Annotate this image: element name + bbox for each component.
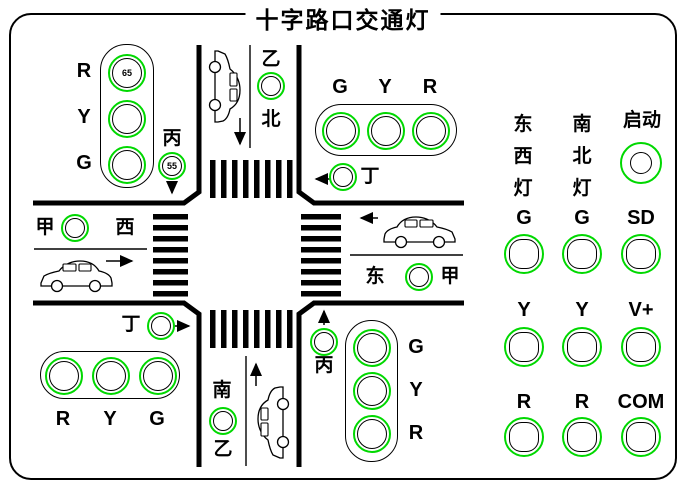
label-xi-west: 西 <box>115 217 135 238</box>
label-bei-north: 北 <box>261 109 281 130</box>
tl-yellow-lamp <box>108 100 146 138</box>
bl-red-lamp <box>45 357 83 395</box>
tr-label-g: G <box>332 76 348 98</box>
traffic-light-bottom-right <box>345 320 398 462</box>
bl-label-y: Y <box>103 408 117 430</box>
terminal-ew-green[interactable] <box>504 234 544 274</box>
label-yi-south: 乙 <box>213 439 233 460</box>
btn-label-sn-g: G <box>574 207 590 229</box>
bl-label-g: G <box>149 408 165 430</box>
road-edges <box>33 45 464 467</box>
tl-green-lamp <box>108 146 146 184</box>
car-west <box>40 260 113 293</box>
tr-green-lamp <box>322 112 360 150</box>
br-label-g: G <box>408 336 424 358</box>
br-label-r: R <box>408 422 424 444</box>
btn-label-vplus: V+ <box>628 299 654 321</box>
label-ding-top-right: 丁 <box>360 166 380 187</box>
label-dong-east: 东 <box>365 266 385 287</box>
btn-label-ew-r: R <box>516 391 532 413</box>
countdown-display-west: 65 <box>121 68 132 78</box>
tr-label-r: R <box>422 76 438 98</box>
btn-label-sn-y: Y <box>575 299 589 321</box>
start-label: 启动 <box>622 110 661 131</box>
indicator-lamp-east <box>405 263 433 291</box>
indicator-lamp-north <box>257 72 285 100</box>
countdown-display-bing: 55 <box>166 161 177 171</box>
tl-label-g: G <box>76 152 92 174</box>
traffic-light-bottom-left <box>40 351 180 399</box>
label-jia-west: 甲 <box>35 217 55 238</box>
bl-label-r: R <box>55 408 71 430</box>
start-button[interactable] <box>620 142 662 184</box>
terminal-com[interactable] <box>621 417 661 457</box>
indicator-lamp-south <box>209 407 237 435</box>
terminal-sn-green[interactable] <box>562 234 602 274</box>
terminal-ew-red[interactable] <box>504 417 544 457</box>
car-south <box>257 386 290 459</box>
ped-lamp-bottom-right <box>310 328 338 356</box>
btn-label-ew-y: Y <box>517 299 531 321</box>
car-north <box>208 50 241 123</box>
tr-label-y: Y <box>378 76 392 98</box>
page-title: 十字路口交通灯 <box>245 1 441 35</box>
ped-lamp-top: 55 <box>158 152 186 180</box>
terminal-sn-red[interactable] <box>562 417 602 457</box>
tr-red-lamp <box>412 112 450 150</box>
bl-yellow-lamp <box>92 357 130 395</box>
crosswalk-west <box>153 214 188 297</box>
label-jia-east: 甲 <box>440 266 460 287</box>
tr-yellow-lamp <box>367 112 405 150</box>
traffic-light-top-right <box>315 104 457 156</box>
br-yellow-lamp <box>353 372 391 410</box>
label-nan-south: 南 <box>212 380 232 401</box>
header-south-north-light: 南 北 灯 <box>572 114 592 199</box>
terminal-sn-yellow[interactable] <box>562 327 602 367</box>
ped-lamp-bottom-left <box>147 312 175 340</box>
br-green-lamp <box>353 329 391 367</box>
traffic-light-top-left: 65 <box>100 44 154 188</box>
ped-lamp-top-right <box>329 163 357 191</box>
br-red-lamp <box>353 415 391 453</box>
btn-label-sd: SD <box>627 207 655 229</box>
crosswalk-north <box>210 160 293 198</box>
tl-label-r: R <box>76 60 92 82</box>
header-east-west-light: 东 西 灯 <box>513 114 533 199</box>
terminal-sd[interactable] <box>621 234 661 274</box>
btn-label-com: COM <box>617 391 665 413</box>
car-east <box>383 216 456 249</box>
indicator-lamp-west <box>61 214 89 242</box>
terminal-vplus[interactable] <box>621 327 661 367</box>
label-yi-north: 乙 <box>261 49 281 70</box>
bl-green-lamp <box>139 357 177 395</box>
label-bing-bottom-right: 丙 <box>314 355 334 376</box>
btn-label-sn-r: R <box>574 391 590 413</box>
tl-red-lamp: 65 <box>108 54 146 92</box>
br-label-y: Y <box>409 379 423 401</box>
terminal-ew-yellow[interactable] <box>504 327 544 367</box>
crosswalk-south <box>210 310 293 348</box>
label-bing-top: 丙 <box>162 128 182 149</box>
btn-label-ew-g: G <box>516 207 532 229</box>
crosswalk-east <box>301 214 341 297</box>
label-ding-bottom-left: 丁 <box>121 314 141 335</box>
lane-divider-lines <box>34 45 463 466</box>
tl-label-y: Y <box>77 106 91 128</box>
